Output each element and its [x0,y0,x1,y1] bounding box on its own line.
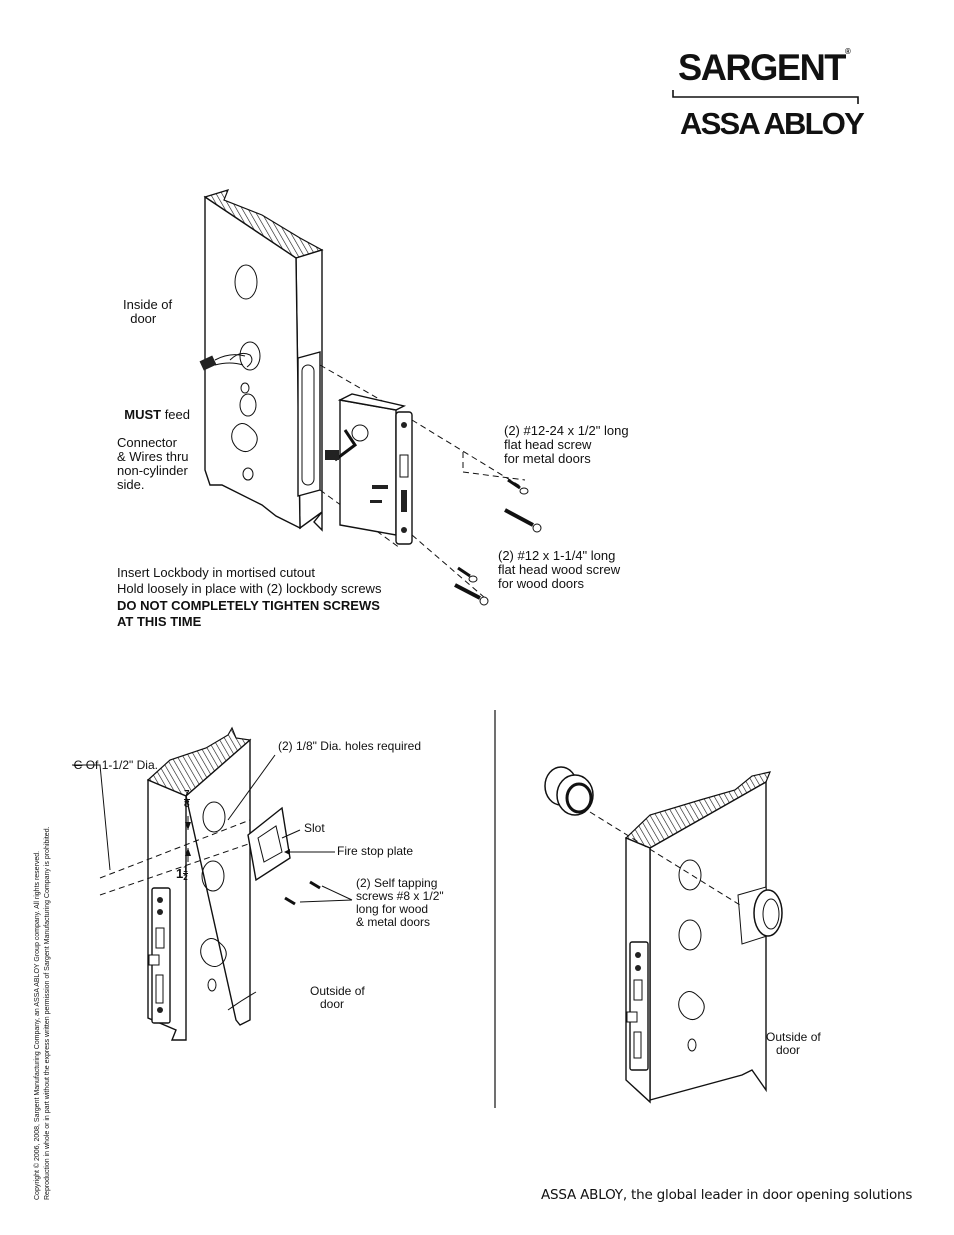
self-tapping-label: (2) Self tapping screws #8 x 1/2" long f… [356,876,444,929]
sargent-wordmark: SARGENT [678,47,846,88]
inside-of-door-label: Inside of door [123,297,173,326]
dim-bot-num: 1 [183,865,188,874]
dim-bot-whole: 1 [176,866,184,881]
lockbody [325,393,413,545]
must-bold: MUST [124,407,162,422]
dim-top-num: 7 [184,789,190,800]
must-rest: feed [161,407,190,422]
metal-screw-label: (2) #12-24 x 1/2" long flat head screw f… [504,423,629,466]
fire-stop-plate [247,806,335,882]
wood-screw-label: (2) #12 x 1-1/4" long flat head wood scr… [498,548,621,591]
instruction-warning: DO NOT COMPLETELY TIGHTEN SCREWS [117,598,380,613]
step2-door [146,726,257,1041]
cylinder-ring-inner [737,886,783,945]
holes-label: (2) 1/8" Dia. holes required [278,739,421,753]
instruction-insert: Insert Lockbody in mortised cutout [117,565,315,580]
step1-door [199,189,324,532]
dim-one-and-half: 1 1 2 [176,865,188,882]
footer-tagline: ASSA ABLOY, the global leader in door op… [541,1187,913,1203]
dim-seven-eighths: 7 8 [184,789,190,810]
dim-top-den: 8 [184,799,190,810]
assa-abloy-logo: ASSA ABLOY [680,106,865,141]
cylinder-ring-outer [544,766,594,816]
must-lines: Connector & Wires thru non-cylinder side… [117,435,189,492]
metal-screws [507,478,529,495]
must-feed-note: MUST feed Connector & Wires thru non-cyl… [117,394,190,506]
lockbody-screws [454,566,489,606]
fire-stop-label: Fire stop plate [337,844,414,858]
registered-mark: ® [844,47,851,56]
instruction-warning-2: AT THIS TIME [117,614,202,629]
centerline-symbol: C [73,758,83,772]
step3-outside-label: Outside of door [766,1030,821,1057]
instruction-hold: Hold loosely in place with (2) lockbody … [117,581,382,596]
dim-bot-den: 2 [183,873,188,882]
slot-label: Slot [304,821,325,835]
centerline-label: C Of 1-1/2" Dia. [67,746,158,772]
copyright-line-2: Reproduction in whole or in part without… [44,826,51,1200]
step3-door [624,771,771,1104]
sargent-logo: SARGENT® [678,47,851,89]
centerline-text: Of 1-1/2" Dia. [85,758,158,772]
wood-screws-upper [504,508,542,533]
step2-outside-label: Outside of door [310,984,365,1011]
copyright-line-1: Copyright © 2006, 2008, Sargent Manufact… [34,850,41,1200]
